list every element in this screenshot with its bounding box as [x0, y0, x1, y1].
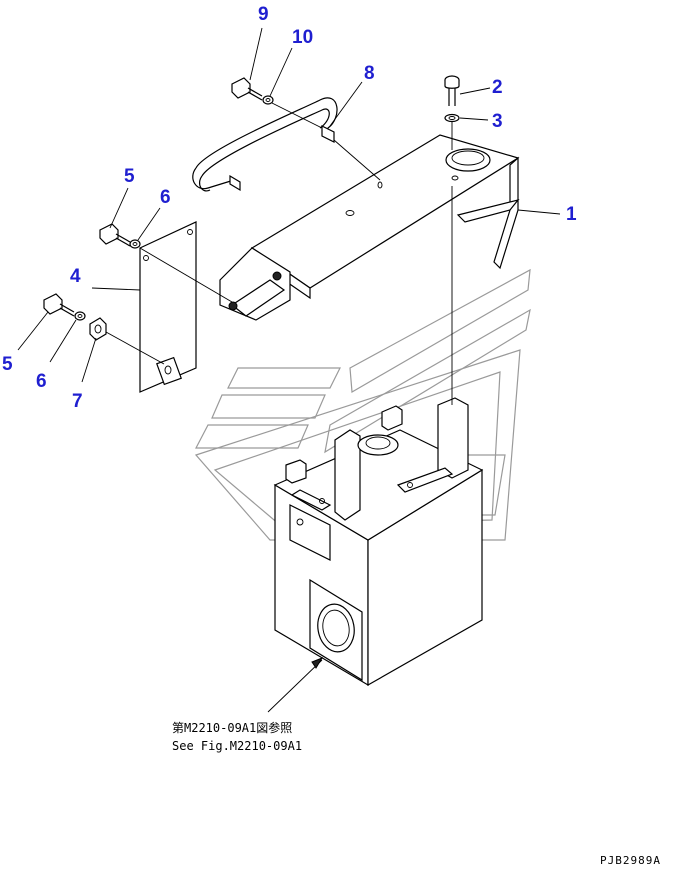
washer-part-10 [262, 95, 274, 105]
handle-part-8 [192, 97, 338, 192]
callout-1: 1 [566, 204, 577, 225]
callout-10: 10 [292, 27, 313, 48]
callout-2: 2 [492, 77, 503, 98]
reference-note: 第M2210-09A1図参照 See Fig.M2210-09A1 [172, 720, 302, 753]
hydraulic-tank [273, 397, 484, 687]
callout-9: 9 [258, 4, 269, 25]
watermark-logo [194, 268, 531, 541]
callout-3: 3 [492, 111, 503, 132]
bolt-part-9 [231, 77, 263, 101]
reference-note-en: See Fig.M2210-09A1 [172, 739, 302, 753]
cover-bracket-part-1 [219, 134, 520, 321]
callouts: 9 10 8 2 3 1 5 6 4 5 6 7 [2, 4, 577, 412]
callout-5-lower: 5 [2, 354, 13, 375]
nut-part-7 [89, 317, 107, 341]
callout-5-upper: 5 [124, 166, 135, 187]
washer-part-6-upper [129, 239, 141, 249]
bolt-part-5-lower [43, 293, 75, 317]
bolt-part-2 [444, 75, 460, 106]
callout-6-lower: 6 [36, 371, 47, 392]
washer-part-6-lower [74, 311, 86, 321]
drawing-code: PJB2989A [600, 854, 661, 867]
washer-part-3 [444, 113, 460, 123]
assembly-lines [105, 102, 453, 405]
callout-6-upper: 6 [160, 187, 171, 208]
reference-note-jp: 第M2210-09A1図参照 [172, 720, 292, 735]
bolt-part-5-upper [99, 223, 131, 247]
side-plate-part-4 [139, 221, 197, 393]
callout-4: 4 [70, 266, 81, 287]
callout-7: 7 [72, 391, 83, 412]
callout-8: 8 [364, 63, 375, 84]
leader-lines [17, 27, 561, 713]
